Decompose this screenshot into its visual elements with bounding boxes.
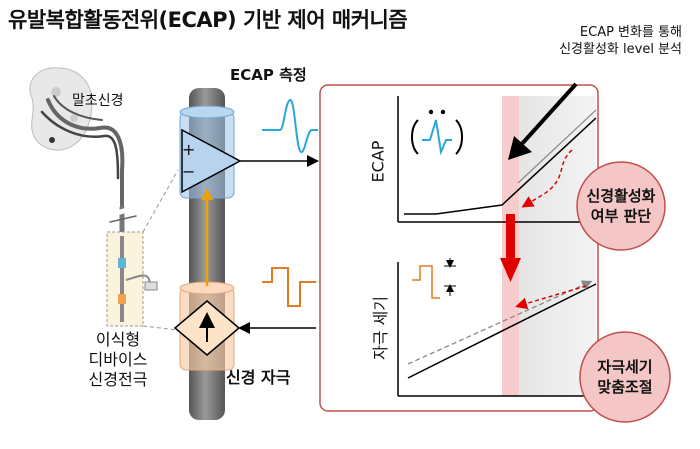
- stim-axes: [397, 262, 596, 397]
- stim-curve-lower: [407, 283, 597, 379]
- ecap-measure-label: ECAP 측정: [230, 66, 307, 84]
- adjust-bubble-text: 자극세기 맞춤조절: [581, 357, 669, 397]
- stim-pulse-inset: [412, 258, 456, 299]
- signal-path-arrow-icon: [201, 188, 213, 286]
- ecap-curve-upper: [517, 109, 597, 184]
- stim-waveform-icon: [262, 267, 316, 307]
- judge-bubble: [576, 161, 666, 251]
- peripheral-nerve-label: 말초신경: [72, 93, 124, 109]
- implant-label-line1: 이식형: [95, 330, 141, 349]
- stim-curve-upper: [407, 280, 593, 365]
- implant-label-line3: 신경전극: [88, 370, 148, 389]
- judge-bubble-line1: 신경활성화: [586, 187, 656, 205]
- ecap-curve: [404, 117, 597, 215]
- implant-device-icon: [106, 169, 179, 331]
- amplifier-plus: +: [182, 140, 196, 159]
- analysis-callout: ECAP 변화를 통해 신경활성화 level 분석: [462, 24, 682, 58]
- implant-label-line2: 디바이스: [88, 350, 148, 369]
- nerve-path-icon: [40, 95, 139, 263]
- decision-down-arrow-icon: [500, 214, 521, 282]
- adjust-bubble: [579, 331, 671, 423]
- ecap-axis-label: ECAP: [368, 140, 388, 183]
- amplifier-minus: −: [182, 162, 196, 181]
- nerve-stim-label: 신경 자극: [226, 368, 291, 387]
- implant-label: 이식형 디바이스 신경전극: [82, 330, 154, 390]
- judge-bubble-text: 신경활성화 여부 판단: [577, 186, 665, 226]
- adjust-bubble-line1: 자극세기: [597, 358, 653, 376]
- analysis-callout-line2: 신경활성화 level 분석: [559, 42, 682, 57]
- stim-axis-label: 자극 세기: [371, 296, 390, 360]
- ecap-waveform-icon: [262, 98, 318, 154]
- ecap-glyph-icon: [411, 109, 463, 156]
- judge-bubble-line2: 여부 판단: [590, 207, 652, 225]
- adjust-bubble-line2: 맞춤조절: [597, 378, 653, 396]
- stimulator-icon: [173, 300, 241, 356]
- diagram-title: 유발복합활동전위(ECAP) 기반 제어 매커니즘: [8, 8, 408, 32]
- analysis-callout-line1: ECAP 변화를 통해: [579, 25, 682, 40]
- amplifier-icon: [181, 128, 242, 194]
- ecap-axes: [397, 96, 596, 223]
- callout-arrow-icon: [508, 82, 578, 160]
- adjust-dashed-arrow-icon: [515, 285, 587, 310]
